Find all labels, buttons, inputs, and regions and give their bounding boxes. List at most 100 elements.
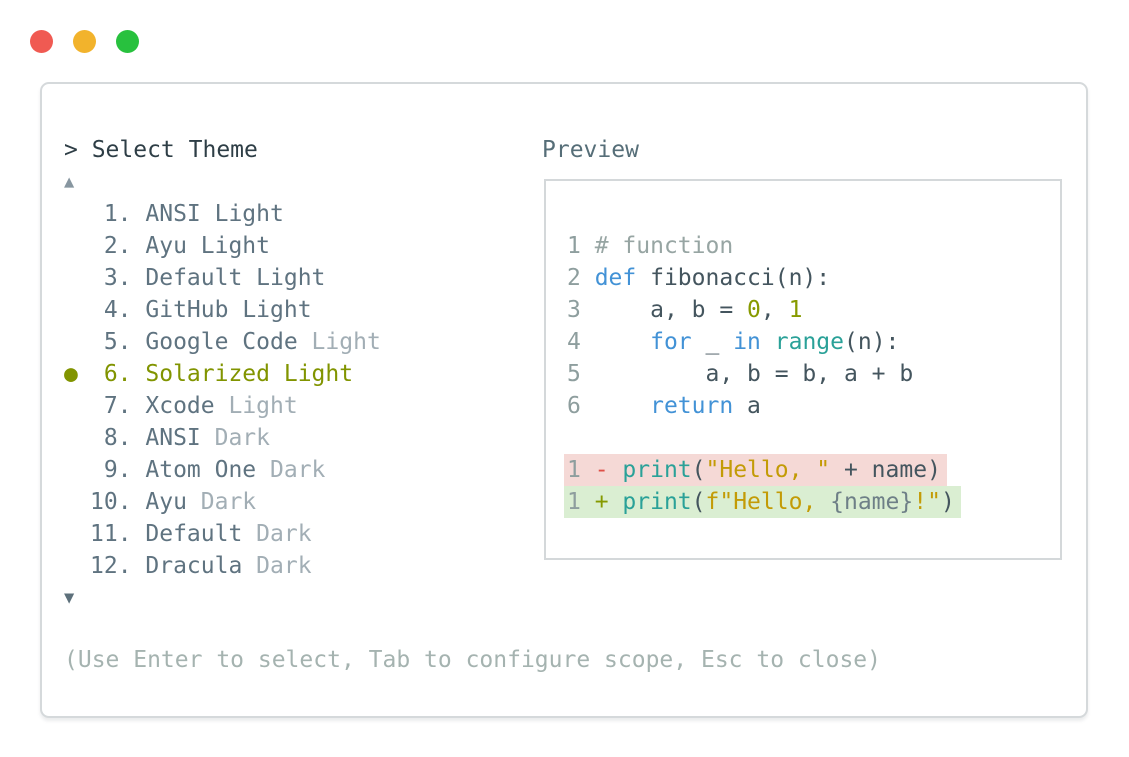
theme-item-solarized-light[interactable]: ●6.Solarized Light <box>64 358 381 390</box>
code-line: 4 for _ in range(n): <box>567 326 1052 358</box>
close-button[interactable] <box>30 30 53 53</box>
token-code: ( <box>691 489 706 515</box>
selected-bullet-icon <box>64 422 90 454</box>
theme-item-name: Default <box>145 521 243 547</box>
theme-item-variant: Dark <box>186 489 257 515</box>
selected-bullet-icon <box>64 486 90 518</box>
diff-highlight: 1 - print("Hello, " + name) <box>564 454 947 486</box>
theme-item-name: Ayu <box>145 489 187 515</box>
token-keyword: return <box>650 393 734 419</box>
code-line: 6 return a <box>567 390 1052 422</box>
theme-item-number: 6. <box>103 361 132 387</box>
theme-item-google-code-light[interactable]: 5.Google Code Light <box>64 326 381 358</box>
theme-item-number: 1. <box>103 201 132 227</box>
theme-item-name: Dracula <box>145 553 243 579</box>
theme-item-variant: Light <box>214 393 298 419</box>
theme-item-variant: Light <box>200 201 284 227</box>
token-code: (n): <box>844 329 900 355</box>
theme-item-variant: Light <box>228 297 312 323</box>
theme-item-variant: Light <box>186 233 271 259</box>
theme-item-number: 3. <box>103 265 132 291</box>
token-code: ) <box>940 489 955 515</box>
scroll-up-icon[interactable]: ▲ <box>64 172 75 192</box>
selected-bullet-icon <box>64 262 90 294</box>
theme-item-xcode-light[interactable]: 7. Xcode Light <box>64 390 381 422</box>
theme-item-name: Default <box>145 265 243 291</box>
token-code: a, b = b, a + b <box>594 361 914 387</box>
theme-item-variant: Light <box>297 329 381 355</box>
token-linenum: 5 <box>567 361 595 387</box>
token-plus: + <box>594 489 623 515</box>
theme-item-default-light[interactable]: 3. Default Light <box>64 262 381 294</box>
theme-picker-window: > Select Theme ▲ 1. ANSI Light 2. Ayu Light… <box>40 82 1088 718</box>
token-comment: # function <box>594 233 734 259</box>
scroll-down-icon[interactable]: ▼ <box>64 588 75 608</box>
token-number: 0 <box>747 297 761 323</box>
theme-item-default-dark[interactable]: 11.Default Dark <box>64 518 381 550</box>
selected-bullet-icon <box>64 518 90 550</box>
diff-removed-line: 1 - print("Hello, " + name) <box>564 454 1060 486</box>
prompt-line: > Select Theme <box>64 137 258 163</box>
theme-item-number: 9. <box>103 457 132 483</box>
token-number: 1 <box>788 297 803 323</box>
token-linenum: 6 <box>567 393 595 419</box>
theme-item-variant: Light <box>270 361 354 387</box>
theme-item-atom-one-dark[interactable]: 9. Atom One Dark <box>64 454 381 486</box>
theme-item-number: 5. <box>103 329 132 355</box>
theme-item-number: 10. <box>90 489 132 515</box>
selected-bullet-icon <box>64 230 90 262</box>
theme-item-name: ANSI <box>145 425 201 451</box>
traffic-lights <box>30 30 139 53</box>
theme-item-ayu-dark[interactable]: 10. Ayu Dark <box>64 486 381 518</box>
footer-hint: (Use Enter to select, Tab to configure s… <box>64 647 881 673</box>
token-code: ( <box>691 457 706 483</box>
theme-item-number: 12. <box>90 553 132 579</box>
selected-bullet-icon <box>64 390 90 422</box>
code-line: 2 def fibonacci(n): <box>567 262 1052 294</box>
theme-item-variant: Dark <box>200 425 271 451</box>
token-code: fibonacci(n): <box>636 265 831 291</box>
theme-item-name: Xcode <box>145 393 215 419</box>
token-keyword: def <box>594 265 637 291</box>
theme-item-variant: Dark <box>242 521 312 547</box>
theme-item-ayu-light[interactable]: 2. Ayu Light <box>64 230 381 262</box>
token-code: , <box>760 297 789 323</box>
theme-item-name: Ayu <box>145 233 187 259</box>
minimize-button[interactable] <box>73 30 96 53</box>
token-linenum: 4 <box>567 329 595 355</box>
selected-bullet-icon <box>64 550 90 582</box>
token-linenum: 1 <box>567 233 595 259</box>
token-code: + name) <box>830 457 941 483</box>
token-linenum: 3 <box>567 297 595 323</box>
theme-item-dracula-dark[interactable]: 12.Dracula Dark <box>64 550 381 582</box>
theme-item-name: Atom One <box>145 457 257 483</box>
theme-item-number: 8. <box>103 425 132 451</box>
token-string: !" <box>913 489 941 515</box>
theme-item-number: 4. <box>103 297 132 323</box>
token-code <box>595 393 650 419</box>
code-line: 3 a, b = 0, 1 <box>567 294 1052 326</box>
code-line: 1 # function <box>567 230 1052 262</box>
theme-item-variant: Light <box>242 265 326 291</box>
theme-item-name: ANSI <box>145 201 201 227</box>
diff-block: 1 - print("Hello, " + name)1 + print(f"H… <box>546 454 1060 518</box>
theme-item-github-light[interactable]: 4.GitHub Light <box>64 294 381 326</box>
selected-bullet-icon <box>64 294 90 326</box>
theme-item-number: 2. <box>103 233 132 259</box>
theme-item-ansi-dark[interactable]: 8. ANSI Dark <box>64 422 381 454</box>
token-interp: {name} <box>830 489 914 515</box>
zoom-button[interactable] <box>116 30 139 53</box>
token-string: "Hello, " <box>705 457 831 483</box>
theme-item-name: Solarized <box>145 361 270 387</box>
token-code <box>595 329 650 355</box>
token-builtin: print <box>622 457 692 483</box>
selected-bullet-icon <box>64 454 90 486</box>
theme-item-variant: Dark <box>256 457 326 483</box>
theme-item-ansi-light[interactable]: 1. ANSI Light <box>64 198 381 230</box>
theme-item-number: 7. <box>103 393 132 419</box>
token-keyword: in <box>733 329 761 355</box>
token-linenum: 1 <box>567 489 595 515</box>
token-builtin: print <box>622 489 692 515</box>
